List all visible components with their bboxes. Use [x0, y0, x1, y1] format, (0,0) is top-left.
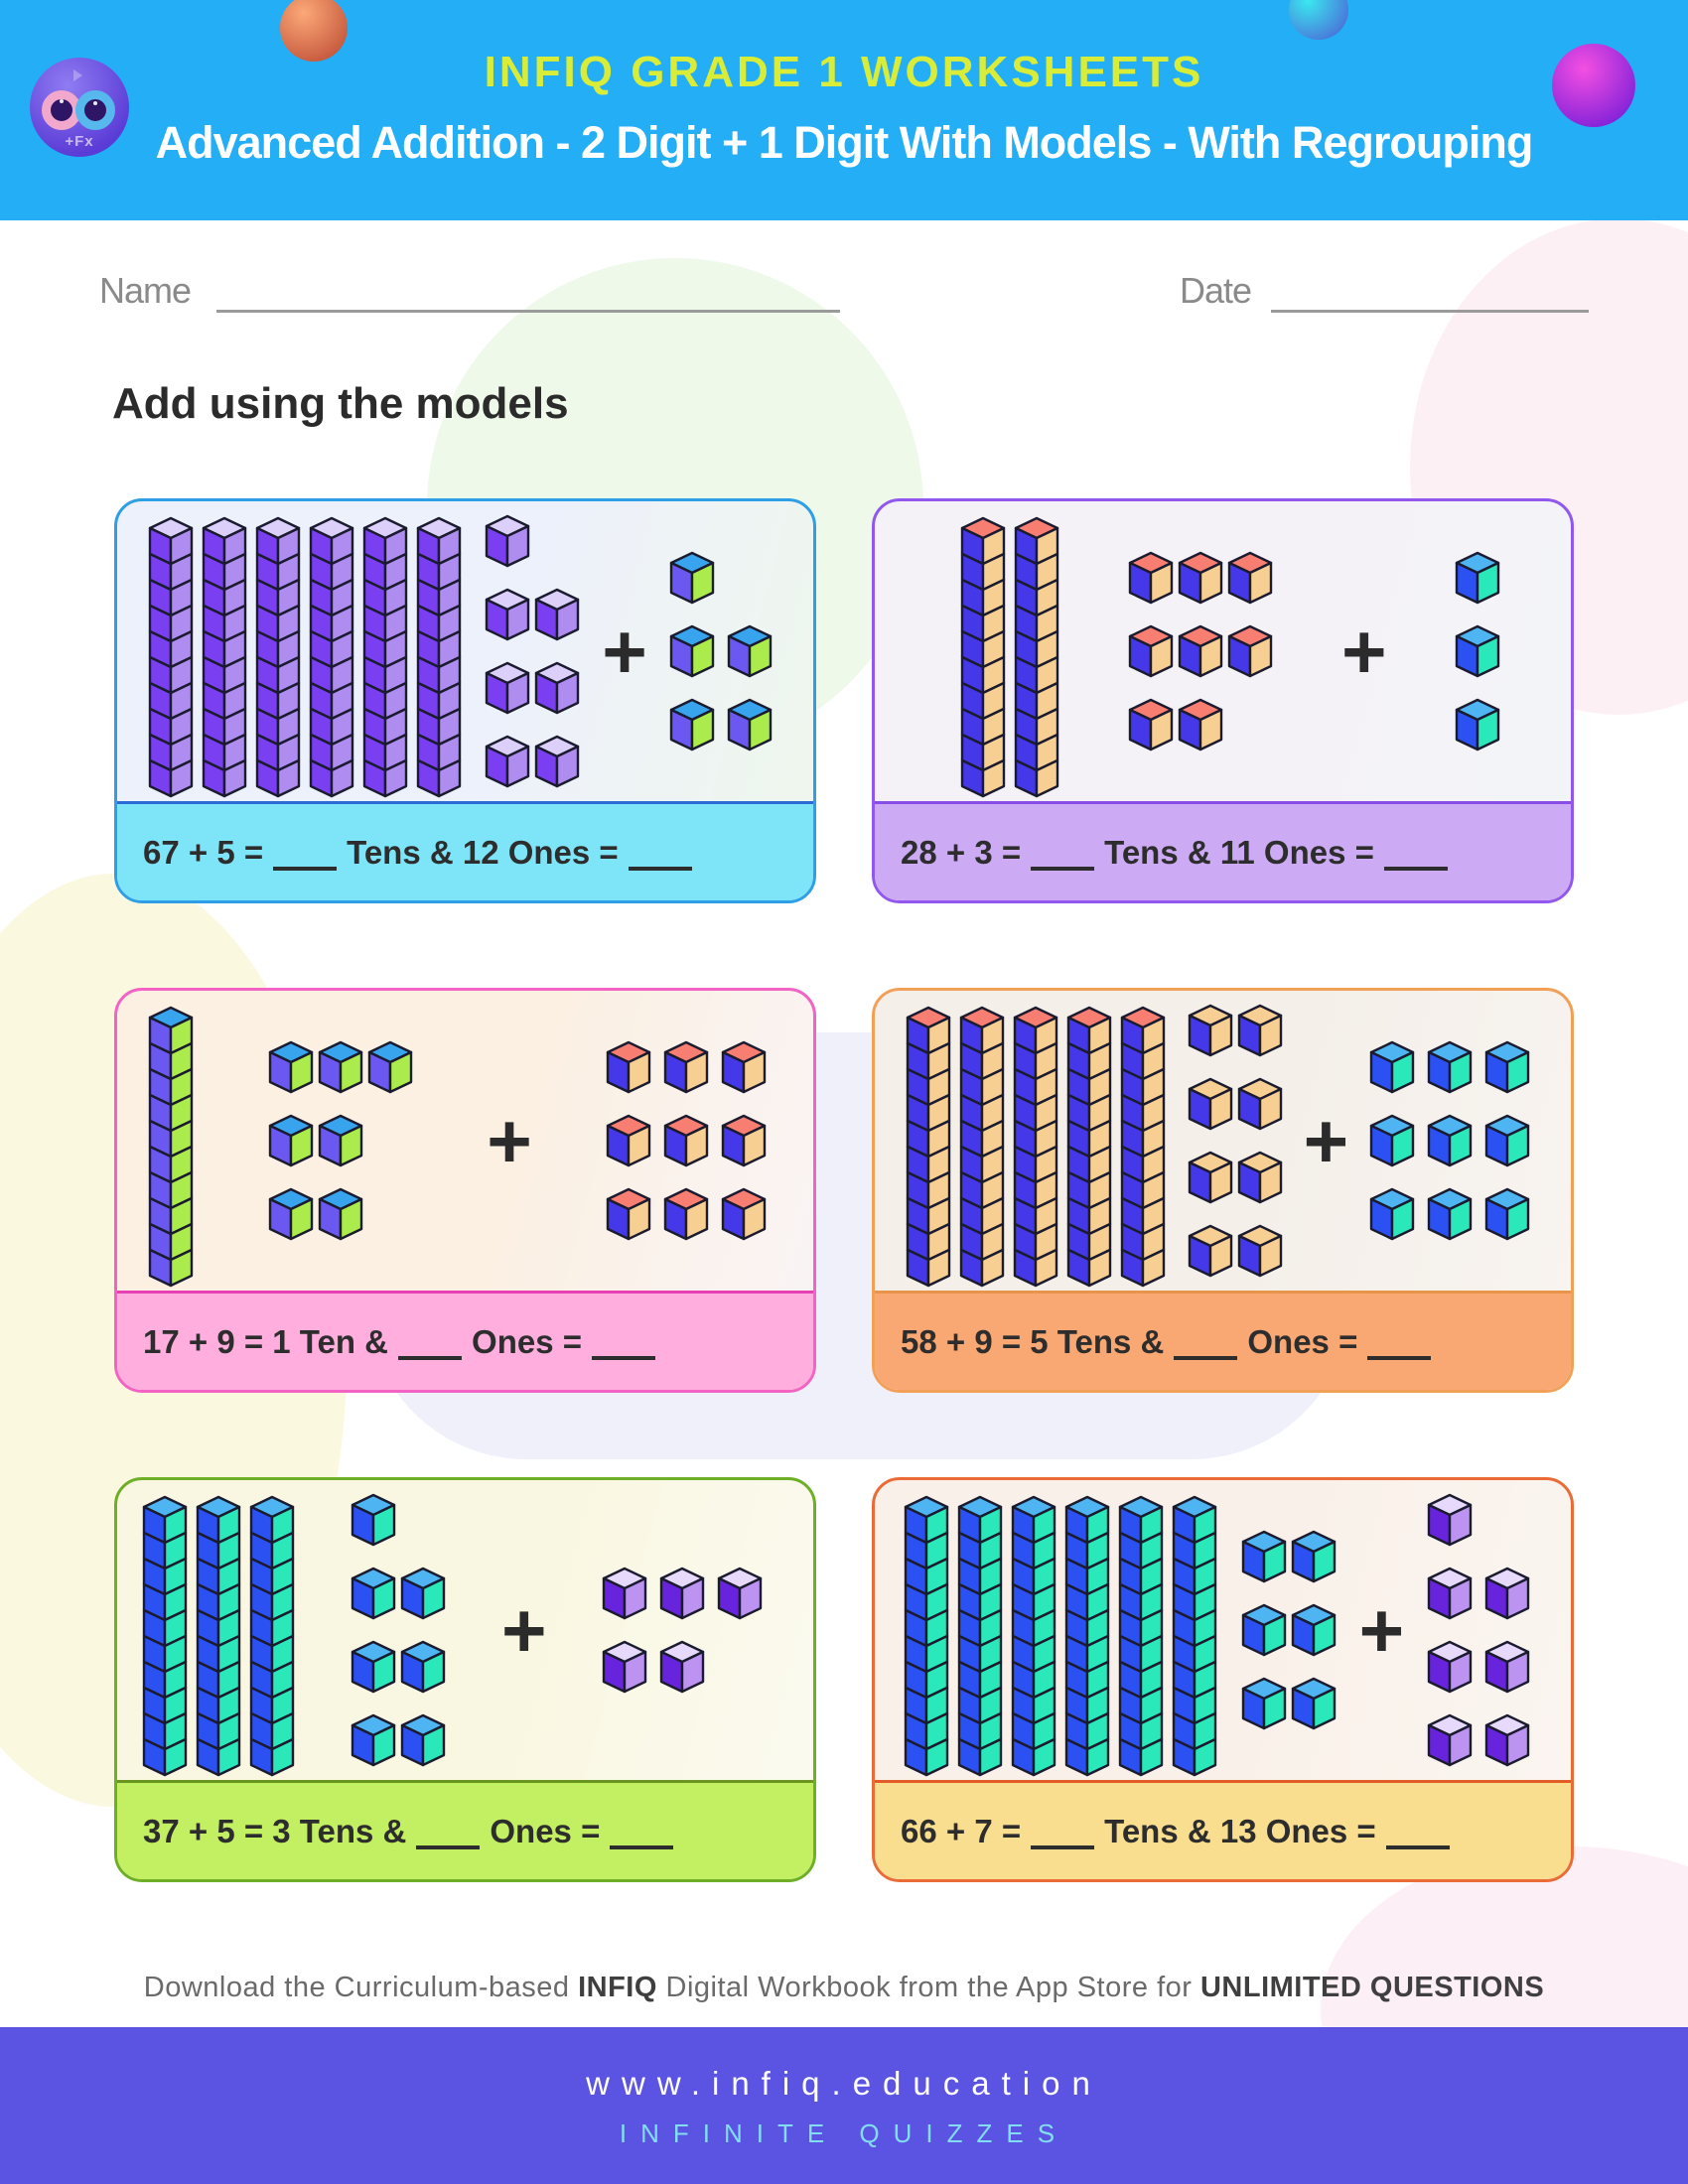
page-title: Advanced Addition - 2 Digit + 1 Digit Wi… — [155, 117, 1534, 168]
instruction-heading: Add using the models — [112, 379, 569, 428]
decor-sphere-orange — [280, 0, 348, 62]
equation-text: Tens & 13 Ones = — [1104, 1812, 1376, 1849]
plus-icon: + — [500, 1586, 547, 1674]
problem-card-2: +28 + 3 = Tens & 11 Ones = — [872, 498, 1574, 903]
problem-card-6: +66 + 7 = Tens & 13 Ones = — [872, 1477, 1574, 1882]
equation-strip-2: 28 + 3 = Tens & 11 Ones = — [875, 801, 1571, 900]
tens-rods-4 — [906, 1006, 1166, 1288]
tens-rods-1 — [148, 516, 462, 798]
footer-note-text: Download the Curriculum-based — [143, 1972, 579, 2003]
date-input-line[interactable] — [1271, 310, 1589, 313]
tens-rods-6 — [904, 1495, 1217, 1777]
decor-sphere-magenta — [1552, 44, 1635, 127]
tens-rods-5 — [142, 1495, 295, 1777]
problem-card-4: +58 + 9 = 5 Tens & Ones = — [872, 988, 1574, 1393]
footer-note-text: Digital Workbook from the App Store for — [656, 1972, 1200, 2003]
addend-cubes-4 — [1369, 1040, 1530, 1240]
plus-icon: + — [602, 608, 647, 695]
name-date-row: Name Date — [0, 270, 1688, 330]
equation-text: 58 + 9 = 5 Tens & — [901, 1322, 1165, 1360]
plus-icon: + — [487, 1097, 532, 1184]
block-model-2: + — [875, 501, 1571, 801]
answer-blank[interactable] — [610, 1813, 674, 1849]
answer-blank[interactable] — [1385, 1813, 1450, 1849]
answer-blank[interactable] — [416, 1813, 481, 1849]
name-input-line[interactable] — [216, 310, 840, 313]
addend-cubes-5 — [602, 1567, 763, 1693]
answer-blank[interactable] — [628, 834, 692, 871]
name-label: Name — [99, 270, 192, 311]
decor-sphere-teal — [1289, 0, 1348, 40]
footer-note-bold: INFIQ — [578, 1972, 657, 2003]
equation-text: 17 + 9 = 1 Ten & — [143, 1322, 389, 1360]
block-model-3: + — [117, 991, 813, 1291]
website-link[interactable]: www.infiq.education — [586, 2065, 1102, 2102]
equation-text: Tens & 12 Ones = — [347, 833, 619, 871]
equation-strip-6: 66 + 7 = Tens & 13 Ones = — [875, 1780, 1571, 1879]
problem-card-3: +17 + 9 = 1 Ten & Ones = — [114, 988, 816, 1393]
equation-text: 37 + 5 = 3 Tens & — [143, 1812, 407, 1849]
addend-cubes-1 — [669, 551, 773, 751]
equation-strip-1: 67 + 5 = Tens & 12 Ones = — [117, 801, 813, 900]
tens-rods-3 — [148, 1006, 194, 1288]
equation-strip-4: 58 + 9 = 5 Tens & Ones = — [875, 1291, 1571, 1390]
problem-card-1: +67 + 5 = Tens & 12 Ones = — [114, 498, 816, 903]
plus-icon: + — [1303, 1097, 1349, 1184]
ones-cubes-3 — [268, 1040, 413, 1240]
ones-cubes-2 — [1129, 551, 1273, 751]
play-icon — [73, 69, 82, 81]
ones-cubes-5 — [352, 1493, 446, 1766]
bottom-bar: www.infiq.education INFINITE QUIZZES — [0, 2027, 1688, 2184]
ones-cubes-6 — [1241, 1530, 1336, 1729]
addend-cubes-2 — [1455, 551, 1500, 751]
footer-note-bold: UNLIMITED QUESTIONS — [1199, 1972, 1545, 2003]
answer-blank[interactable] — [1031, 1813, 1095, 1849]
plus-icon: + — [1358, 1586, 1405, 1674]
block-model-5: + — [117, 1480, 813, 1780]
header-banner: +Fx INFIQ GRADE 1 WORKSHEETS Advanced Ad… — [0, 0, 1688, 220]
block-model-4: + — [875, 991, 1571, 1291]
answer-blank[interactable] — [1031, 834, 1095, 871]
answer-blank[interactable] — [398, 1323, 463, 1360]
date-label: Date — [1180, 270, 1252, 311]
addend-cubes-3 — [606, 1040, 767, 1240]
logo-qq-icon — [42, 87, 117, 130]
answer-blank[interactable] — [1383, 834, 1448, 871]
brand-title: INFIQ GRADE 1 WORKSHEETS — [484, 48, 1204, 96]
plus-icon: + — [1340, 608, 1387, 695]
infiq-logo: +Fx — [30, 58, 129, 157]
equation-text: Ones = — [1247, 1322, 1358, 1360]
equation-strip-3: 17 + 9 = 1 Ten & Ones = — [117, 1291, 813, 1390]
equation-text: 66 + 7 = — [901, 1812, 1022, 1849]
equation-strip-5: 37 + 5 = 3 Tens & Ones = — [117, 1780, 813, 1879]
footer-note: Download the Curriculum-based INFIQ Digi… — [0, 1972, 1688, 2004]
ones-cubes-4 — [1188, 1004, 1283, 1277]
ones-cubes-1 — [485, 514, 580, 787]
answer-blank[interactable] — [1367, 1323, 1432, 1360]
equation-text: 67 + 5 = — [143, 833, 264, 871]
equation-text: 28 + 3 = — [901, 833, 1022, 871]
tens-rods-2 — [960, 516, 1059, 798]
cards-grid: +67 + 5 = Tens & 12 Ones = +28 + 3 = Tens &… — [114, 498, 1574, 1882]
equation-text: Ones = — [472, 1322, 583, 1360]
logo-fx-label: +Fx — [65, 133, 94, 150]
equation-text: Tens & 11 Ones = — [1104, 833, 1374, 871]
tagline: INFINITE QUIZZES — [619, 2118, 1069, 2148]
answer-blank[interactable] — [1174, 1323, 1238, 1360]
addend-cubes-6 — [1427, 1493, 1530, 1766]
block-model-1: + — [117, 501, 813, 801]
equation-text: Ones = — [490, 1812, 601, 1849]
answer-blank[interactable] — [273, 834, 338, 871]
answer-blank[interactable] — [592, 1323, 656, 1360]
problem-card-5: +37 + 5 = 3 Tens & Ones = — [114, 1477, 816, 1882]
block-model-6: + — [875, 1480, 1571, 1780]
